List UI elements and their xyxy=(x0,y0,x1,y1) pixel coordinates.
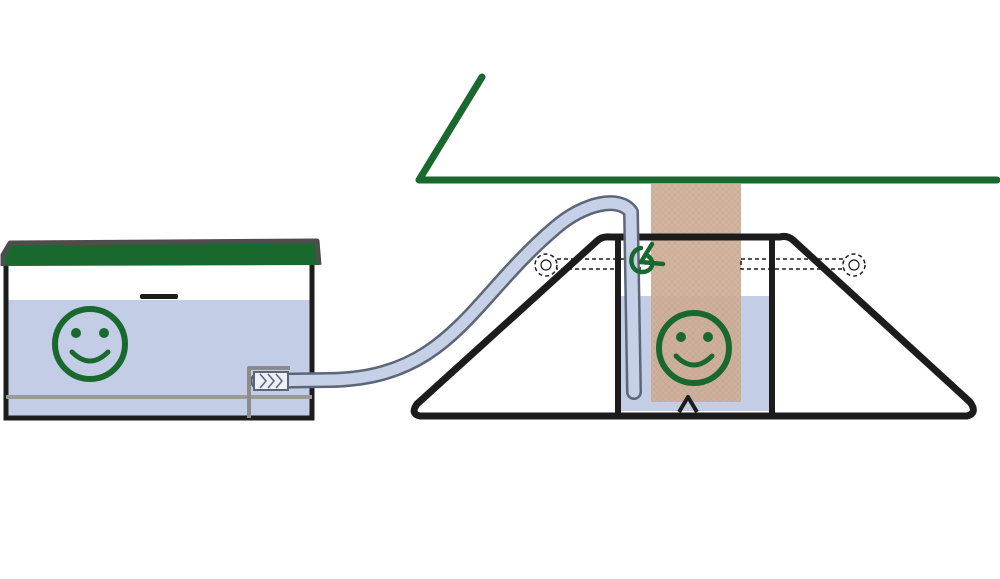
center-spike xyxy=(677,395,699,414)
hose-connector xyxy=(247,366,290,418)
floor-line xyxy=(415,73,1000,184)
reservoir-tank xyxy=(0,238,322,421)
water-level-mark xyxy=(140,294,178,299)
tree-stand xyxy=(410,184,977,420)
stand-bolts xyxy=(534,253,866,277)
reservoir-lid xyxy=(3,241,319,266)
stand-frame xyxy=(410,232,977,420)
water-hose xyxy=(247,195,666,418)
smiley-icon xyxy=(656,310,732,386)
reservoir-water xyxy=(6,300,312,418)
smiley-icon xyxy=(52,306,128,382)
clip-icon xyxy=(629,241,666,275)
